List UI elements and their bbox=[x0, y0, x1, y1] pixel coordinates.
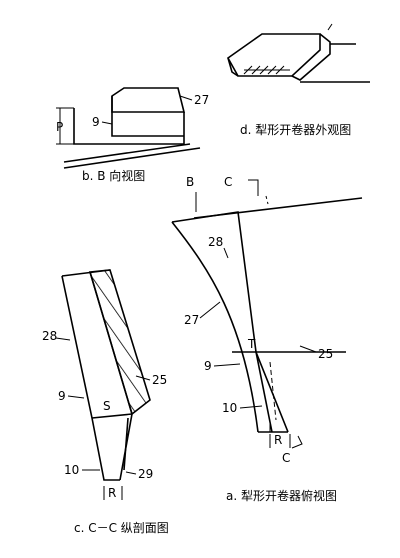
label-27-b: 27 bbox=[194, 93, 209, 107]
leader-27-a bbox=[199, 301, 221, 319]
upper-wedge bbox=[111, 87, 186, 113]
label-t: T bbox=[247, 337, 256, 351]
r-dimension-ticks-a bbox=[269, 434, 291, 448]
r-dimension-ticks-c bbox=[103, 486, 123, 500]
leader-29-c bbox=[125, 471, 137, 475]
dimension-p-ticks bbox=[56, 107, 74, 145]
leader-25-c bbox=[135, 375, 151, 381]
label-28-a: 28 bbox=[208, 235, 223, 249]
label-c-bottom: C bbox=[282, 451, 290, 465]
view-a-top: B C C R 28 27 9 T 25 10 a. 犁形开卷器俯视图 bbox=[171, 175, 363, 503]
label-27-a: 27 bbox=[184, 313, 199, 327]
leader-9-b bbox=[101, 121, 113, 125]
label-s: S bbox=[103, 399, 111, 413]
inner-step bbox=[111, 96, 184, 137]
leader-25-a bbox=[299, 345, 317, 353]
base-block-outline bbox=[73, 108, 185, 145]
label-9-b: 9 bbox=[92, 115, 100, 129]
leader-28-a bbox=[223, 247, 229, 259]
leader-10-a bbox=[239, 405, 263, 409]
leader-28-c bbox=[55, 337, 71, 341]
label-c-top: C bbox=[224, 175, 232, 189]
view-b-direction: P 9 27 b. B 向视图 bbox=[56, 87, 209, 183]
label-r-right: R bbox=[274, 433, 282, 447]
view-d-external: d. 犁形开卷器外观图 bbox=[226, 23, 370, 137]
wedge-inner-edge bbox=[89, 271, 133, 415]
edge-29 bbox=[123, 417, 129, 471]
straight-inner-edge bbox=[171, 211, 289, 433]
c-bottom-marker bbox=[291, 435, 303, 449]
leader-27-b bbox=[179, 95, 193, 101]
label-9-a: 9 bbox=[204, 359, 212, 373]
leader-9-c bbox=[67, 395, 85, 399]
c-top-dash bbox=[265, 195, 269, 205]
label-r-left: R bbox=[108, 486, 116, 500]
label-b-marker: B bbox=[186, 175, 194, 189]
label-25-a: 25 bbox=[318, 347, 333, 361]
ground-line-bottom bbox=[63, 147, 201, 169]
label-28-c: 28 bbox=[42, 329, 57, 343]
leader-9-a bbox=[213, 363, 241, 367]
label-10-c: 10 bbox=[64, 463, 79, 477]
plough-tip-edge bbox=[227, 57, 239, 77]
c-top-marker bbox=[248, 179, 259, 196]
curved-outer-edge bbox=[171, 221, 259, 433]
caption-d: d. 犁形开卷器外观图 bbox=[240, 122, 351, 137]
caption-c: c. C－C 纵剖面图 bbox=[74, 521, 169, 535]
caption-b: b. B 向视图 bbox=[82, 168, 145, 183]
label-p: P bbox=[56, 120, 63, 134]
label-10-a: 10 bbox=[222, 401, 237, 415]
dashed-ridge bbox=[269, 361, 277, 421]
hatched-wedge-25 bbox=[88, 269, 151, 416]
section-mid-line bbox=[91, 413, 133, 419]
label-25-c: 25 bbox=[152, 373, 167, 387]
label-9-c: 9 bbox=[58, 389, 66, 403]
ground-line-top bbox=[63, 143, 191, 163]
plough-side-face bbox=[291, 33, 331, 81]
plough-leader bbox=[327, 23, 333, 31]
view-c-section: R 28 9 S 25 10 29 c. C－C 纵剖面图 bbox=[42, 269, 169, 535]
section-left-edge bbox=[61, 275, 120, 481]
label-29-c: 29 bbox=[138, 467, 153, 481]
plough-serration bbox=[243, 65, 285, 75]
caption-a: a. 犁形开卷器俯视图 bbox=[226, 488, 337, 503]
blade-ridge bbox=[255, 351, 273, 433]
